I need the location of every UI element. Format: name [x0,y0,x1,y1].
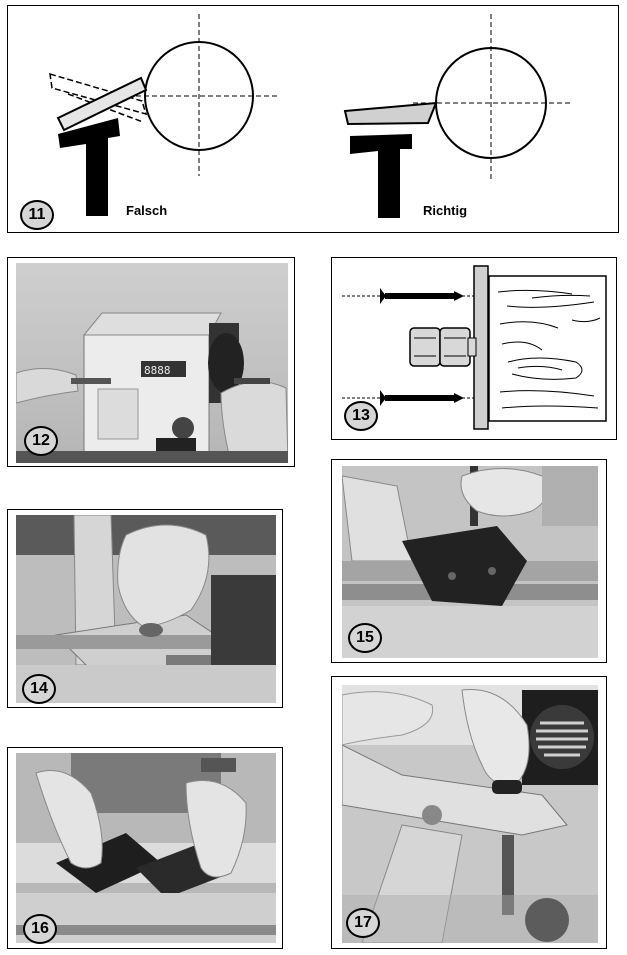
figure-number-14: 14 [22,674,56,704]
figure-number-12: 12 [24,426,58,456]
tool-rest-handle-photo [342,685,598,943]
figure-17-panel: 17 [331,676,607,949]
figure-number-17: 17 [346,908,380,938]
diagram-right [343,14,573,218]
clamp-plates-photo [16,753,276,943]
figure-number-16: 16 [23,914,57,944]
screwdriver-plate-photo [342,466,598,658]
label-wrong: Falsch [126,203,168,218]
figure-number-13: 13 [344,401,378,431]
figure-13-panel: 13 [331,257,617,440]
label-right: Richtig [423,203,468,218]
lathe-headstock-photo: 8888 [16,263,288,463]
figure-14-panel: 14 [7,509,283,708]
tool-rest-base-photo [16,515,276,703]
figure-12-panel: 8888 12 [7,257,295,467]
figure-number-15: 15 [348,623,382,653]
lathe-display: 8888 [144,364,171,377]
figure-number-11: 11 [20,200,54,230]
diagram-wrong [49,14,278,216]
figure-16-panel: 16 [7,747,283,949]
screw-mounting-diagram [342,265,607,430]
figure-11-panel: 11 Falsch Richtig [7,5,619,233]
figure-15-panel: 15 [331,459,607,663]
tool-rest-diagram [49,14,573,218]
